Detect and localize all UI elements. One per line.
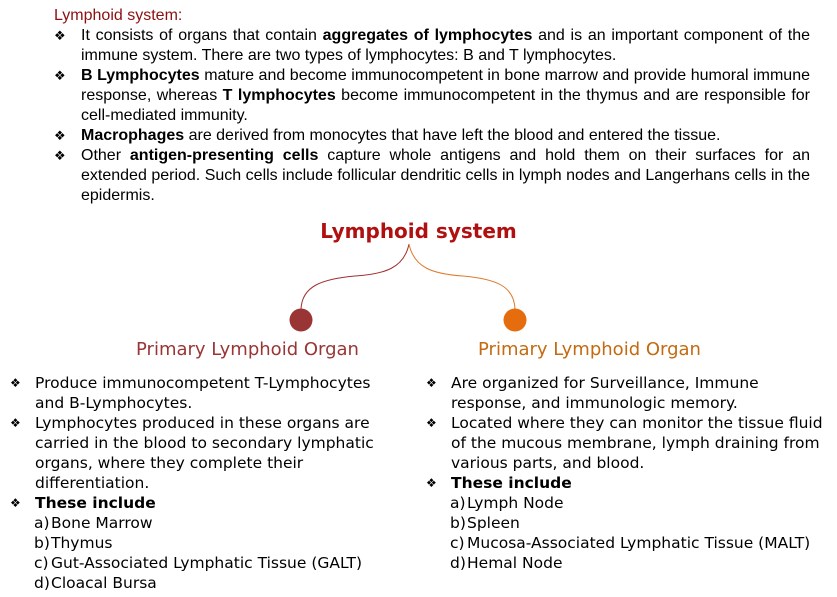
diamond-bullet-icon: ❖ bbox=[10, 496, 21, 510]
list-item: b)Thymus bbox=[34, 534, 113, 552]
list-item: c)Gut-Associated Lymphatic Tissue (GALT) bbox=[34, 554, 362, 572]
left-organ-list: a)Bone Marrow b)Thymus c)Gut-Associated … bbox=[10, 513, 390, 593]
diamond-bullet-icon: ❖ bbox=[54, 68, 66, 83]
right-column: ❖Are organized for Surveillance, Immune … bbox=[426, 373, 832, 573]
diamond-bullet-icon: ❖ bbox=[54, 28, 66, 43]
intro-bullet: ❖ It consists of organs that contain agg… bbox=[54, 27, 811, 64]
diagram-title: Lymphoid system bbox=[320, 219, 517, 243]
right-bullet: ❖Located where they can monitor the tiss… bbox=[426, 414, 823, 472]
left-connector-line bbox=[300, 243, 410, 310]
list-item: d)Cloacal Bursa bbox=[34, 574, 157, 592]
right-includes-label: ❖These include bbox=[426, 474, 572, 492]
diamond-bullet-icon: ❖ bbox=[54, 128, 66, 143]
left-node-circle bbox=[289, 308, 313, 332]
right-organ-list: a)Lymph Node b)Spleen c)Mucosa-Associate… bbox=[426, 493, 832, 573]
left-includes-label: ❖These include bbox=[10, 494, 156, 512]
list-item: a)Bone Marrow bbox=[34, 514, 153, 532]
left-column: ❖Produce immunocompetent T-Lymphocytes a… bbox=[10, 373, 390, 593]
intro-bullet: ❖ B Lymphocytes mature and become immuno… bbox=[54, 67, 810, 124]
left-bullet: ❖Lymphocytes produced in these organs ar… bbox=[10, 414, 374, 492]
intro-bullet: ❖ Macrophages are derived from monocytes… bbox=[54, 127, 721, 144]
right-bullet-list: ❖Are organized for Surveillance, Immune … bbox=[426, 373, 832, 493]
diamond-bullet-icon: ❖ bbox=[426, 476, 437, 490]
right-connector-line bbox=[408, 243, 516, 310]
left-bullet: ❖Produce immunocompetent T-Lymphocytes a… bbox=[10, 374, 371, 412]
intro-bullet-list: ❖ It consists of organs that contain agg… bbox=[54, 26, 810, 206]
diamond-bullet-icon: ❖ bbox=[10, 376, 21, 390]
diamond-bullet-icon: ❖ bbox=[426, 376, 437, 390]
diamond-bullet-icon: ❖ bbox=[54, 148, 66, 163]
list-item: c)Mucosa-Associated Lymphatic Tissue (MA… bbox=[450, 534, 811, 552]
right-organ-heading: Primary Lymphoid Organ bbox=[478, 339, 701, 360]
intro-heading: Lymphoid system: bbox=[54, 7, 183, 24]
list-item: b)Spleen bbox=[450, 514, 520, 532]
right-bullet: ❖Are organized for Surveillance, Immune … bbox=[426, 374, 759, 412]
diamond-bullet-icon: ❖ bbox=[426, 416, 437, 430]
right-node-circle bbox=[503, 308, 527, 332]
left-organ-heading: Primary Lymphoid Organ bbox=[136, 339, 359, 360]
left-bullet-list: ❖Produce immunocompetent T-Lymphocytes a… bbox=[10, 373, 390, 513]
intro-section: Lymphoid system: ❖ It consists of organs… bbox=[54, 6, 810, 206]
list-item: a)Lymph Node bbox=[450, 494, 564, 512]
intro-bullet: ❖ Other antigen-presenting cells capture… bbox=[54, 147, 810, 204]
diamond-bullet-icon: ❖ bbox=[10, 416, 21, 430]
list-item: d)Hemal Node bbox=[450, 554, 563, 572]
